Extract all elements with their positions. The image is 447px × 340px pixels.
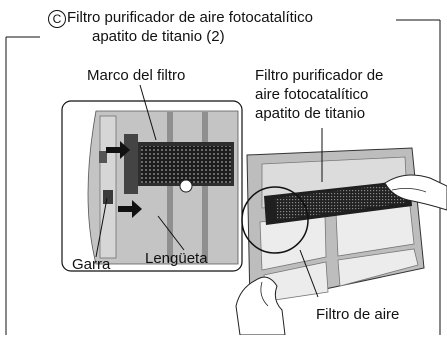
label-filter-frame: Marco del filtro bbox=[87, 67, 186, 84]
section-title-line1: Filtro purificador de aire fotocatalític… bbox=[67, 9, 313, 26]
inset-filter-frame bbox=[61, 100, 243, 272]
air-filter-illustration bbox=[235, 147, 447, 336]
label-claw: Garra bbox=[72, 256, 111, 273]
magnifier-circle bbox=[241, 186, 309, 254]
section-title-line2: apatito de titanio (2) bbox=[92, 28, 225, 45]
leader-lines bbox=[95, 84, 323, 298]
label-photocatalytic-filter-line2: aire fotocatalítico bbox=[255, 86, 369, 103]
label-tab: Lengüeta bbox=[145, 250, 208, 267]
label-air-filter: Filtro de aire bbox=[316, 306, 400, 323]
label-photocatalytic-filter-line1: Filtro purificador de bbox=[255, 67, 384, 84]
label-photocatalytic-filter-line3: apatito de titanio bbox=[255, 105, 366, 122]
section-bracket bbox=[5, 19, 441, 335]
section-badge: C bbox=[48, 10, 66, 28]
